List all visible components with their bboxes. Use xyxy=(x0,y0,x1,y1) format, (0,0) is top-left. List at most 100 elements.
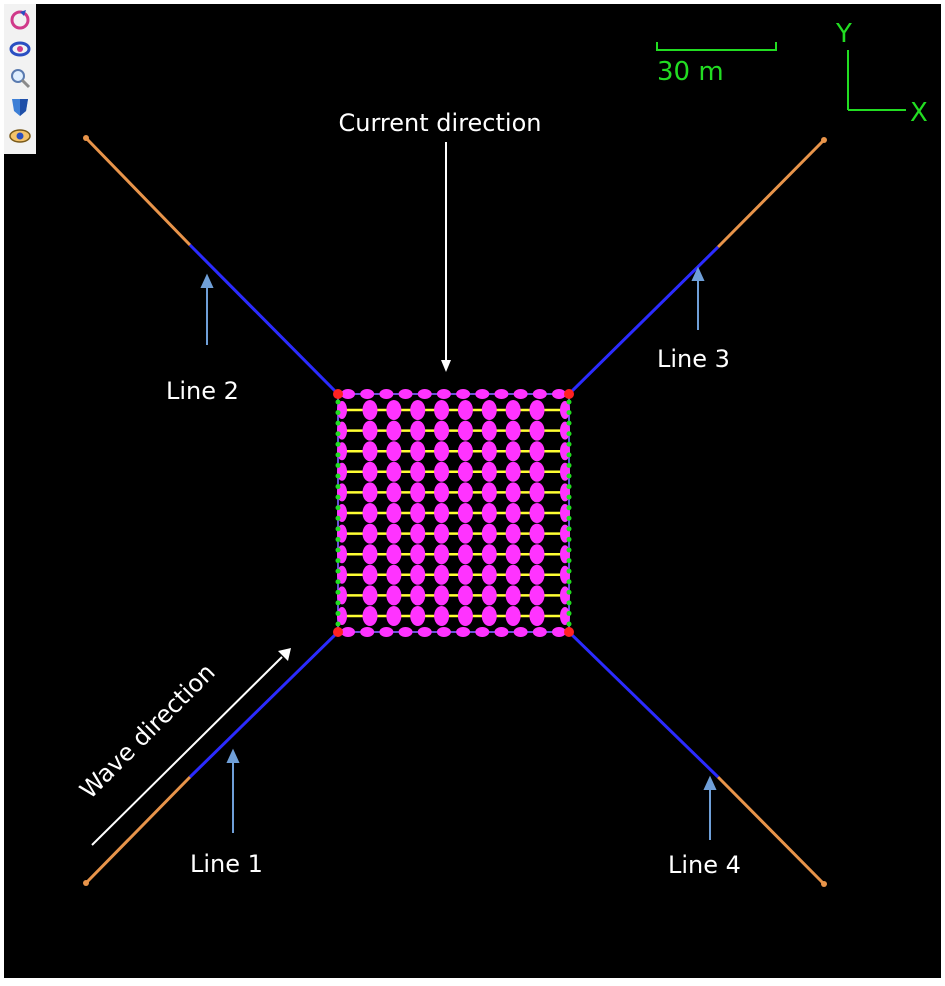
net-float xyxy=(529,420,545,441)
net-float xyxy=(434,461,450,482)
zoom-button[interactable] xyxy=(7,65,33,91)
net-float xyxy=(505,482,521,503)
arrow-head-line-2 xyxy=(200,273,214,288)
mooring-line-4 xyxy=(567,630,827,887)
net-float xyxy=(529,400,545,420)
wave-direction-arrow xyxy=(91,656,283,846)
line-2-anchor xyxy=(83,135,89,141)
net-float xyxy=(529,585,545,606)
net-float xyxy=(457,420,473,441)
net-float xyxy=(505,585,521,606)
line-3-label: Line 3 xyxy=(657,345,730,373)
net-float xyxy=(481,564,497,585)
net-float xyxy=(386,441,402,462)
bottom-edge-float xyxy=(475,627,490,637)
net-float xyxy=(505,503,521,523)
y-axis-label: Y xyxy=(835,19,852,49)
left-side-node xyxy=(335,536,341,542)
net-float xyxy=(505,523,521,544)
net-float xyxy=(410,503,426,523)
left-side-node xyxy=(335,515,341,521)
arrow-head-line-3 xyxy=(691,266,705,281)
rotate-button[interactable] xyxy=(7,7,33,33)
net-float xyxy=(505,420,521,441)
left-side-node xyxy=(335,410,341,416)
bottom-edge-float xyxy=(417,627,432,637)
net-float xyxy=(410,585,426,606)
orbit-button[interactable] xyxy=(7,36,33,62)
line-1-upper-segment xyxy=(84,775,192,885)
net-float xyxy=(505,564,521,585)
left-side-node xyxy=(335,420,341,426)
net-float xyxy=(481,523,497,544)
left-side-node xyxy=(335,610,341,616)
net-float xyxy=(362,564,378,585)
net-float xyxy=(529,523,545,544)
bottom-edge-float xyxy=(360,627,375,637)
bottom-edge-float xyxy=(379,627,394,637)
net-float xyxy=(481,461,497,482)
wave-direction-label: Wave direction xyxy=(74,658,220,804)
top-edge-float xyxy=(398,389,413,399)
left-side-node xyxy=(335,600,341,606)
corner-node xyxy=(564,389,574,399)
line-2-lower-segment xyxy=(188,243,340,396)
net-float xyxy=(386,482,402,503)
net-cage xyxy=(333,389,574,637)
left-side-node xyxy=(335,473,341,479)
net-float xyxy=(434,400,450,420)
net-float xyxy=(386,461,402,482)
net-float xyxy=(457,482,473,503)
corner-node xyxy=(333,389,343,399)
net-float xyxy=(457,544,473,565)
top-edge-float xyxy=(513,389,528,399)
left-side-node xyxy=(335,505,341,511)
net-float xyxy=(481,585,497,606)
net-float xyxy=(362,585,378,606)
net-float xyxy=(386,420,402,441)
right-side-node xyxy=(566,452,572,458)
net-float xyxy=(362,482,378,503)
bottom-edge-float xyxy=(513,627,528,637)
net-float xyxy=(505,461,521,482)
line-4-lower-segment xyxy=(567,630,720,779)
left-side-node xyxy=(335,558,341,564)
line-1-label: Line 1 xyxy=(190,850,263,878)
net-float xyxy=(457,606,473,626)
net-float xyxy=(481,544,497,565)
view-button[interactable] xyxy=(7,123,33,149)
net-float xyxy=(410,544,426,565)
axis-triad: Y X xyxy=(835,19,928,128)
top-edge-float xyxy=(494,389,509,399)
scale-bar-label: 30 m xyxy=(657,57,724,87)
net-float xyxy=(362,503,378,523)
right-side-node xyxy=(566,526,572,532)
left-side-node xyxy=(335,494,341,500)
line-1-lower-segment xyxy=(188,630,340,779)
right-side-node xyxy=(566,494,572,500)
corner-node xyxy=(564,627,574,637)
right-side-node xyxy=(566,420,572,426)
bottom-edge-float xyxy=(552,627,566,637)
left-side-node xyxy=(335,462,341,468)
eye-icon xyxy=(9,129,31,143)
net-float xyxy=(434,503,450,523)
right-side-node xyxy=(566,484,572,490)
shading-button[interactable] xyxy=(7,94,33,120)
right-side-node xyxy=(566,473,572,479)
line-2-label: Line 2 xyxy=(166,377,239,405)
right-side-node xyxy=(566,579,572,585)
top-edge-float xyxy=(532,389,547,399)
right-side-node xyxy=(566,547,572,553)
net-float xyxy=(386,585,402,606)
view-toolbar xyxy=(4,4,36,154)
top-edge-float xyxy=(436,389,451,399)
bottom-edge-float xyxy=(398,627,413,637)
net-float xyxy=(362,544,378,565)
top-edge-float xyxy=(417,389,432,399)
line-label-arrows xyxy=(200,266,717,840)
net-float xyxy=(529,461,545,482)
net-float xyxy=(481,441,497,462)
mooring-line-1 xyxy=(83,630,340,886)
